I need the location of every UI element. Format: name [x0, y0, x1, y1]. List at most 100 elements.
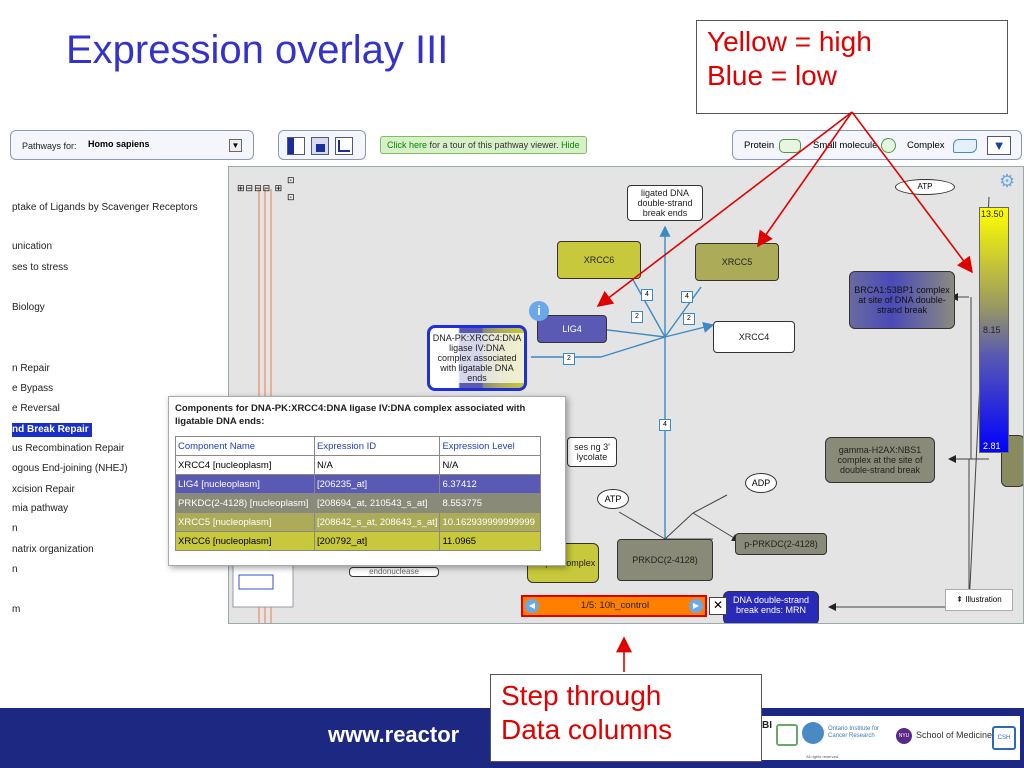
nav-item[interactable]: n: [12, 523, 18, 534]
layout-full-icon[interactable]: [335, 137, 353, 155]
settings-gear-icon[interactable]: ⚙: [999, 171, 1016, 191]
components-popup: Components for DNA-PK:XRCC4:DNA ligase I…: [168, 396, 566, 566]
nav-item-selected[interactable]: nd Break Repair: [12, 423, 92, 437]
nav-item[interactable]: n Repair: [12, 363, 50, 374]
oicr-logo-text: Ontario Institute for Cancer Research: [828, 726, 880, 739]
tour-text: for a tour of this pathway viewer.: [429, 140, 559, 150]
nav-item[interactable]: e Bypass: [12, 383, 54, 394]
popup-title: Components for DNA-PK:XRCC4:DNA ligase I…: [175, 403, 526, 427]
protein-shape-icon: [779, 139, 801, 153]
node-hidden-text[interactable]: ses ng 3' lycolate: [567, 437, 617, 467]
step-next-icon[interactable]: ▶: [689, 599, 703, 613]
layout-bottom-panel-icon[interactable]: [311, 137, 329, 155]
pan-zoom-controls-icon[interactable]: ⊞⊟⊟⊟ ⊞: [237, 183, 284, 193]
node-atp[interactable]: ATP: [597, 489, 629, 509]
close-overlay-icon[interactable]: ✕: [709, 597, 727, 615]
logo-icon: [776, 724, 798, 746]
nyu-logo-text: School of Medicine: [916, 730, 993, 740]
stoich-box: 4: [659, 419, 671, 431]
small-molecule-shape-icon: [881, 138, 896, 153]
column-header: Component Name: [175, 436, 315, 456]
nav-item[interactable]: m: [12, 604, 21, 615]
column-header: Expression ID: [313, 436, 441, 456]
node-lig4[interactable]: LIG4: [537, 315, 607, 343]
stoich-box: 4: [641, 289, 653, 301]
callout-line-step: Step through: [501, 680, 662, 711]
node-dnapk-complex[interactable]: DNA-PK:XRCC4:DNA ligase IV:DNA complex a…: [427, 325, 527, 391]
slide-title: Expression overlay III: [66, 28, 449, 72]
nav-item[interactable]: ses to stress: [12, 262, 69, 273]
complex-shape-icon: [953, 139, 977, 153]
nyu-badge-icon: NYU: [896, 728, 912, 744]
nav-item[interactable]: unication: [12, 241, 53, 252]
node-p-prkdc[interactable]: p-PRKDC(2-4128): [735, 533, 827, 555]
expression-level: 11.0965: [439, 531, 542, 551]
tour-banner: Click here for a tour of this pathway vi…: [380, 136, 587, 154]
node-endonuclease[interactable]: endonuclease: [349, 567, 439, 577]
scale-mid-label: 8.15: [983, 325, 1001, 335]
illustration-label: Illustration: [965, 595, 1002, 604]
species-dropdown-arrow-icon[interactable]: ▼: [229, 139, 242, 152]
nav-item[interactable]: us Recombination Repair: [12, 443, 125, 454]
illustration-button[interactable]: ⇞ Illustration: [945, 589, 1013, 611]
tour-link[interactable]: Click here: [387, 140, 428, 150]
nav-item[interactable]: ptake of Ligands by Scavenger Receptors: [12, 202, 198, 213]
nav-item[interactable]: xcision Repair: [12, 484, 75, 495]
expression-id: [200792_at]: [313, 531, 441, 551]
nav-item[interactable]: mia pathway: [12, 503, 69, 514]
rights-text: All rights reserved.: [806, 754, 840, 759]
expression-color-scale: [979, 207, 1009, 453]
layout-buttons: [278, 130, 366, 160]
node-prkdc[interactable]: PRKDC(2-4128): [617, 539, 713, 581]
stoich-box: 2: [683, 313, 695, 325]
table-row: LIG4 [nucleoplasm] [206235_at] 6.37412: [175, 474, 542, 494]
table-row: PRKDC(2-4128) [nucleoplasm] [208694_at, …: [175, 493, 542, 513]
illustration-icon: ⇞: [956, 595, 966, 604]
data-column-stepper: ◀ 1/5: 10h_control ▶: [521, 595, 707, 617]
pan-down-icon[interactable]: ⊡: [287, 192, 295, 202]
step-previous-icon[interactable]: ◀: [525, 599, 539, 613]
callout-step-through: Step through Data columns: [490, 674, 762, 762]
callout-color-legend: Yellow = high Blue = low: [696, 20, 1008, 114]
stoich-box: 4: [681, 291, 693, 303]
legend-collapse-icon[interactable]: ▼: [987, 136, 1011, 155]
sponsor-logos: BI Ontario Institute for Cancer Research…: [762, 716, 1020, 760]
pan-up-icon[interactable]: ⊡: [287, 175, 295, 185]
legend-protein-label: Protein: [744, 140, 775, 151]
node-adp[interactable]: ADP: [745, 473, 777, 493]
node-atp-top[interactable]: ATP: [895, 179, 955, 195]
components-table: Component Name Expression ID Expression …: [175, 436, 542, 551]
legend-small-molecule-label: Small molecule: [813, 140, 878, 151]
species-select[interactable]: Homo sapiens: [88, 139, 150, 149]
tour-hide-link[interactable]: Hide: [561, 140, 580, 150]
scale-max-label: 13.50: [981, 209, 1004, 219]
species-selector-box: Pathways for: Homo sapiens ▼: [10, 130, 254, 160]
callout-line-low: Blue = low: [707, 60, 837, 91]
callout-line-high: Yellow = high: [707, 26, 872, 57]
nav-item[interactable]: n: [12, 564, 18, 575]
bi-logo-text: BI: [762, 720, 772, 731]
scale-min-label: 2.81: [983, 441, 1001, 451]
nav-item[interactable]: Biology: [12, 302, 45, 313]
nav-item[interactable]: natrix organization: [12, 544, 94, 555]
nav-item[interactable]: ogous End-joining (NHEJ): [12, 463, 128, 474]
table-row: XRCC4 [nucleoplasm] N/A N/A: [175, 455, 542, 475]
node-xrcc4[interactable]: XRCC4: [713, 321, 795, 353]
node-gamma-h2ax[interactable]: gamma-H2AX:NBS1 complex at the site of d…: [825, 437, 935, 483]
component-name: XRCC6 [nucleoplasm]: [175, 531, 315, 551]
stoich-box: 2: [563, 353, 575, 365]
footer-url: www.reactor: [328, 722, 460, 747]
step-label: 1/5: 10h_control: [580, 600, 650, 611]
table-row: XRCC5 [nucleoplasm] [208642_s_at, 208643…: [175, 512, 542, 532]
node-dnapk-complex-label: DNA-PK:XRCC4:DNA ligase IV:DNA complex a…: [430, 333, 524, 383]
node-xrcc6[interactable]: XRCC6: [557, 241, 641, 279]
node-xrcc5[interactable]: XRCC5: [695, 243, 779, 281]
node-brca1[interactable]: BRCA1:53BP1 complex at site of DNA doubl…: [849, 271, 955, 329]
node-dna-ends-mrn[interactable]: DNA double-strand break ends: MRN: [723, 591, 819, 623]
layout-left-panel-icon[interactable]: [287, 137, 305, 155]
callout-line-data: Data columns: [501, 714, 673, 745]
nav-item[interactable]: e Reversal: [12, 403, 60, 414]
node-ligated-dna[interactable]: ligated DNA double-strand break ends: [627, 185, 703, 221]
info-icon[interactable]: i: [529, 301, 549, 321]
